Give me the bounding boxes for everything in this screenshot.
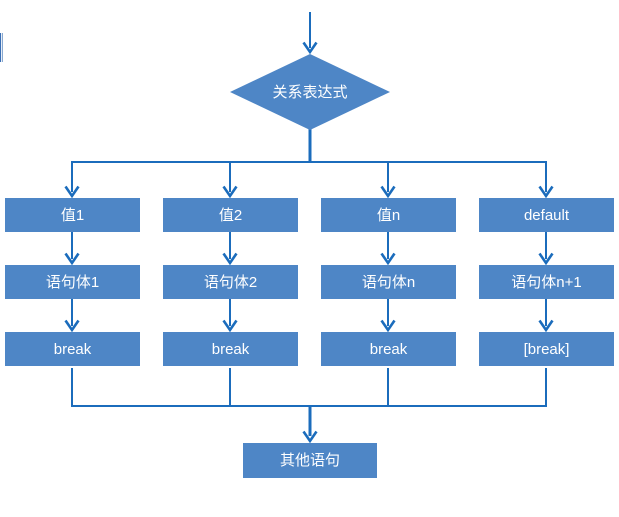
- break-label-2: break: [211, 340, 250, 358]
- end-label: 其他语句: [279, 452, 340, 469]
- body-label-default: 语句体n+1: [511, 273, 582, 291]
- body-box-default: 语句体n+1: [479, 265, 614, 299]
- break-box-2: break: [163, 332, 298, 366]
- body-box-n: 语句体n: [321, 265, 456, 299]
- decision-diamond: 关系表达式: [230, 54, 390, 130]
- case-box-2: 值2: [163, 198, 298, 232]
- break-label-n: break: [369, 340, 408, 358]
- break-box-1: break: [5, 332, 140, 366]
- case-to-body-arrows: [64, 232, 554, 266]
- left-edge-artifact: [0, 33, 3, 62]
- body-label-n: 语句体n: [361, 273, 416, 291]
- case-label-n: 值n: [376, 206, 401, 224]
- case-label-2: 值2: [218, 206, 243, 224]
- break-label-default: [break]: [523, 340, 570, 358]
- case-box-default: default: [479, 198, 614, 232]
- break-box-default: [break]: [479, 332, 614, 366]
- body-to-break-arrows: [64, 299, 554, 333]
- start-arrow: [302, 12, 318, 55]
- break-box-n: break: [321, 332, 456, 366]
- body-label-1: 语句体1: [45, 273, 100, 291]
- case-box-n: 值n: [321, 198, 456, 232]
- end-box: 其他语句: [243, 443, 377, 478]
- merge-rail: [71, 368, 547, 444]
- break-label-1: break: [53, 340, 92, 358]
- case-box-1: 值1: [5, 198, 140, 232]
- body-label-2: 语句体2: [203, 273, 258, 291]
- body-box-1: 语句体1: [5, 265, 140, 299]
- branch-rail: [64, 129, 554, 199]
- case-label-1: 值1: [60, 206, 85, 224]
- body-box-2: 语句体2: [163, 265, 298, 299]
- case-label-default: default: [523, 206, 570, 224]
- decision-label: 关系表达式: [272, 83, 348, 101]
